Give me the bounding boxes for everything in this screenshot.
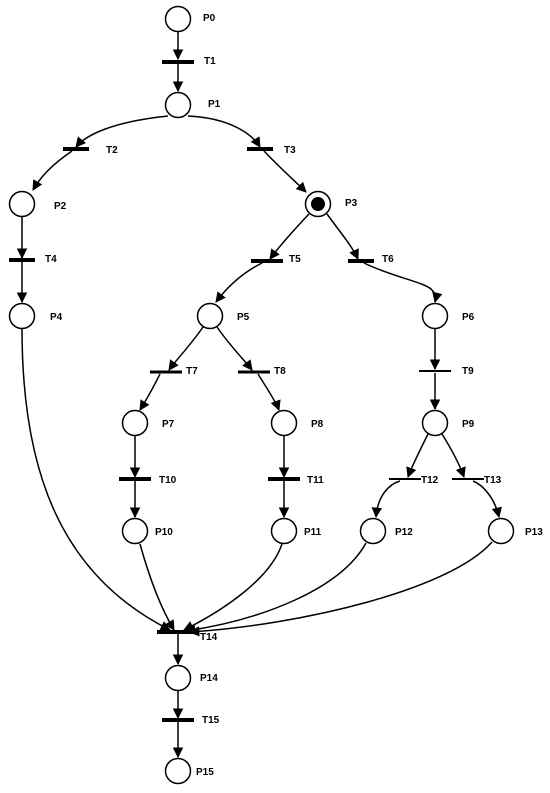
place-label-p5: P5 <box>237 312 250 323</box>
place-p11 <box>270 517 298 545</box>
place-label-p13: P13 <box>525 527 543 538</box>
arc-p3-to-t5 <box>269 213 310 260</box>
arc-t3-to-p3 <box>263 150 307 193</box>
arc-t12-to-p12 <box>371 480 401 519</box>
place-p2 <box>8 190 36 218</box>
transitions-layer <box>9 60 484 722</box>
transition-label-t4: T4 <box>45 254 57 265</box>
transition-label-t2: T2 <box>106 145 118 156</box>
place-p6 <box>421 302 449 330</box>
place-p15 <box>164 757 192 785</box>
place-label-p10: P10 <box>155 527 173 538</box>
place-label-p8: P8 <box>311 419 324 430</box>
arc-p10-to-t14 <box>139 543 175 631</box>
place-label-p2: P2 <box>54 201 67 212</box>
arc-t11-to-p11 <box>441 433 466 478</box>
arc-t5-to-p5 <box>215 262 263 303</box>
place-label-p12: P12 <box>395 527 413 538</box>
arc-p12-to-t14 <box>184 542 367 635</box>
place-label-p0: P0 <box>203 13 216 24</box>
transition-label-t8: T8 <box>274 366 286 377</box>
place-p1 <box>164 91 192 119</box>
place-p5 <box>196 302 224 330</box>
transition-label-t11: T11 <box>307 475 324 486</box>
place-p13 <box>487 517 515 545</box>
places-layer <box>8 5 515 785</box>
transition-label-t13: T13 <box>484 475 502 486</box>
place-p7 <box>121 409 149 437</box>
arc-p8-to-t11 <box>406 433 429 478</box>
arc-t8-to-p8 <box>257 373 281 411</box>
arcs-layer <box>16 32 502 759</box>
transition-label-t9: T9 <box>462 366 474 377</box>
transition-label-t7: T7 <box>186 366 198 377</box>
transition-label-t5: T5 <box>289 254 301 265</box>
place-p4 <box>8 302 36 330</box>
transition-label-t12: T12 <box>421 475 439 486</box>
place-p10 <box>121 517 149 545</box>
place-label-p14: P14 <box>200 673 218 684</box>
transition-label-t15: T15 <box>202 715 220 726</box>
place-p8 <box>270 409 298 437</box>
place-label-p15: P15 <box>196 767 214 778</box>
arc-p13-to-t14 <box>188 541 493 637</box>
transition-label-t3: T3 <box>284 145 296 156</box>
arc-p5-to-t8 <box>216 326 253 371</box>
arc-p3-to-t6 <box>326 213 359 260</box>
arc-p1-to-t2 <box>75 115 169 148</box>
place-p14 <box>164 664 192 692</box>
arc-t2-to-p2 <box>32 150 73 191</box>
arc-t13-to-p13 <box>472 480 502 519</box>
token-p3 <box>311 197 325 211</box>
arc-t6-to-p6 <box>363 262 443 304</box>
arc-p4-to-t14 <box>21 328 171 631</box>
place-p0 <box>164 5 192 33</box>
transition-label-t14: T14 <box>200 632 218 643</box>
arc-p1-to-t3 <box>187 115 261 148</box>
place-label-p6: P6 <box>462 312 475 323</box>
place-label-p11: P11 <box>304 527 322 538</box>
place-p12 <box>359 517 387 545</box>
place-label-p9: P9 <box>462 419 475 430</box>
transition-label-t10: T10 <box>159 475 177 486</box>
arc-p5-to-t7 <box>168 326 204 371</box>
arc-p11-to-t14 <box>183 543 283 631</box>
place-p9 <box>421 409 449 437</box>
transition-label-t1: T1 <box>204 56 216 67</box>
place-label-p4: P4 <box>50 312 63 323</box>
transition-label-t6: T6 <box>382 254 394 265</box>
place-label-p1: P1 <box>208 99 221 110</box>
place-label-p3: P3 <box>345 198 358 209</box>
place-label-p7: P7 <box>162 419 175 430</box>
arc-t7-to-p7 <box>139 373 161 411</box>
